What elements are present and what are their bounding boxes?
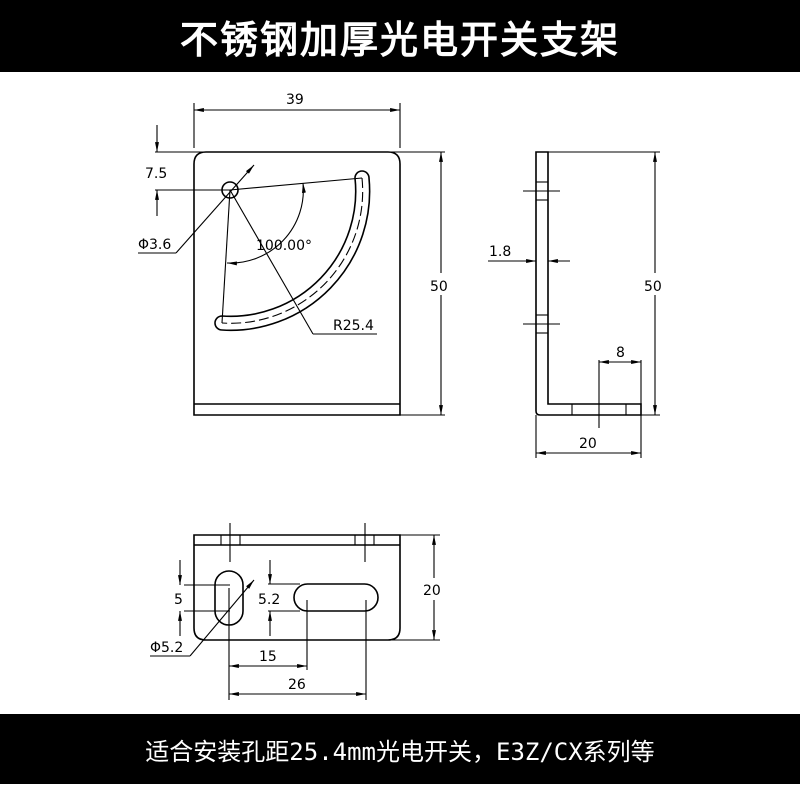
dimension-label: 26	[288, 677, 306, 693]
dimension-label: 100.00°	[256, 238, 312, 254]
dimension-label: 15	[259, 649, 277, 665]
dimension-label: 50	[644, 279, 662, 295]
dimension-label: 50	[430, 279, 448, 295]
dimension-label: 20	[579, 436, 597, 452]
dimension-label: 1.8	[489, 244, 511, 260]
dimension-label: 20	[423, 583, 441, 599]
title: 不锈钢加厚光电开关支架	[179, 17, 620, 62]
footer-text: 适合安装孔距25.4mm光电开关，E3Z/CX系列等	[145, 737, 655, 766]
title-bar: 不锈钢加厚光电开关支架	[0, 0, 800, 72]
dimension-label: 5.2	[258, 592, 280, 608]
dimension-label: 8	[616, 345, 625, 361]
dimension-label: 5	[174, 592, 183, 608]
front-view: 39 50 7.5 Φ3.6 100.00° R25.4	[138, 92, 454, 416]
dimension-label: 7.5	[145, 166, 167, 182]
dimension-label: R25.4	[333, 318, 374, 334]
dimension-label: Φ3.6	[138, 237, 171, 253]
footer-bar: 适合安装孔距25.4mm光电开关，E3Z/CX系列等	[0, 714, 800, 784]
side-view: 1.8 50 8 20	[488, 151, 668, 458]
dimension-label: 39	[286, 92, 304, 108]
dimension-label: Φ5.2	[150, 640, 183, 656]
bottom-view: 5 5.2 Φ5.2 15 26 20	[150, 523, 447, 700]
